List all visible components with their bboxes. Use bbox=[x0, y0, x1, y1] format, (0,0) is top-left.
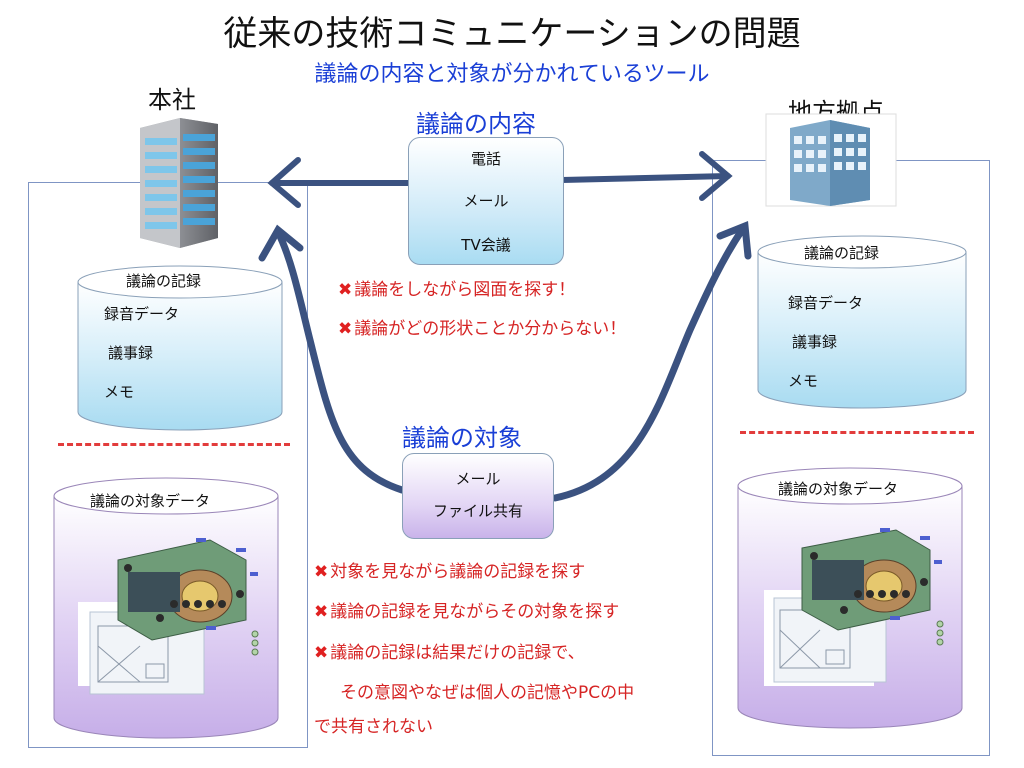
x-mark-icon: ✖ bbox=[314, 643, 329, 663]
x-mark-icon: ✖ bbox=[314, 602, 329, 622]
hq-records-title: 議論の記録 bbox=[126, 272, 202, 290]
content-problem-2: ✖議論がどの形状ことか分からない！ bbox=[338, 319, 627, 339]
hq-building-icon bbox=[140, 118, 218, 248]
hq-record-minutes: 議事録 bbox=[108, 344, 154, 362]
hq-record-memo: メモ bbox=[104, 383, 135, 401]
target-problem-3-line-2: その意図やなぜは個人の記憶やPCの中 bbox=[340, 683, 635, 703]
target-tool-file-share: ファイル共有 bbox=[432, 502, 523, 520]
content-heading: 議論の内容 bbox=[416, 110, 536, 138]
target-tools-box: メール ファイル共有 bbox=[402, 453, 554, 539]
branch-separator bbox=[740, 431, 974, 434]
hq-records-cylinder bbox=[77, 265, 283, 431]
branch-building-icon bbox=[765, 113, 897, 207]
content-arrow bbox=[267, 151, 733, 208]
target-arrow bbox=[258, 221, 752, 502]
target-problem-2: ✖議論の記録を見ながらその対象を探す bbox=[314, 602, 620, 622]
branch-record-minutes: 議事録 bbox=[792, 333, 838, 351]
x-mark-icon: ✖ bbox=[338, 280, 353, 300]
content-tool-tv-conference: TV会議 bbox=[461, 236, 511, 254]
hq-separator bbox=[58, 443, 290, 446]
hq-engine-blueprint-image bbox=[78, 538, 259, 695]
branch-engine-blueprint-image bbox=[764, 528, 944, 686]
page-subtitle: 議論の内容と対象が分かれているツール bbox=[314, 62, 710, 87]
content-tool-phone: 電話 bbox=[470, 150, 501, 168]
branch-record-memo: メモ bbox=[788, 372, 819, 390]
target-heading: 議論の対象 bbox=[402, 424, 522, 452]
content-problem-1: ✖議論をしながら図面を探す！ bbox=[338, 280, 576, 300]
target-problem-1: ✖対象を見ながら議論の記録を探す bbox=[314, 562, 586, 582]
x-mark-icon: ✖ bbox=[338, 319, 353, 339]
branch-records-cylinder bbox=[757, 235, 967, 409]
hq-record-audio: 録音データ bbox=[104, 305, 180, 323]
branch-records-title: 議論の記録 bbox=[804, 244, 880, 262]
content-tool-mail: メール bbox=[463, 192, 509, 210]
branch-record-audio: 録音データ bbox=[788, 294, 864, 312]
page-title: 従来の技術コミュニケーションの問題 bbox=[223, 14, 801, 54]
hq-target-data-title: 議論の対象データ bbox=[90, 492, 211, 510]
x-mark-icon: ✖ bbox=[314, 562, 329, 582]
content-tools-box: 電話 メール TV会議 bbox=[408, 137, 564, 265]
hq-label: 本社 bbox=[148, 86, 196, 114]
target-problem-3: ✖議論の記録は結果だけの記録で、 bbox=[314, 643, 585, 663]
target-problem-3-line-3: で共有されない bbox=[314, 717, 433, 737]
target-tool-mail: メール bbox=[455, 470, 501, 488]
branch-target-data-title: 議論の対象データ bbox=[778, 480, 899, 498]
